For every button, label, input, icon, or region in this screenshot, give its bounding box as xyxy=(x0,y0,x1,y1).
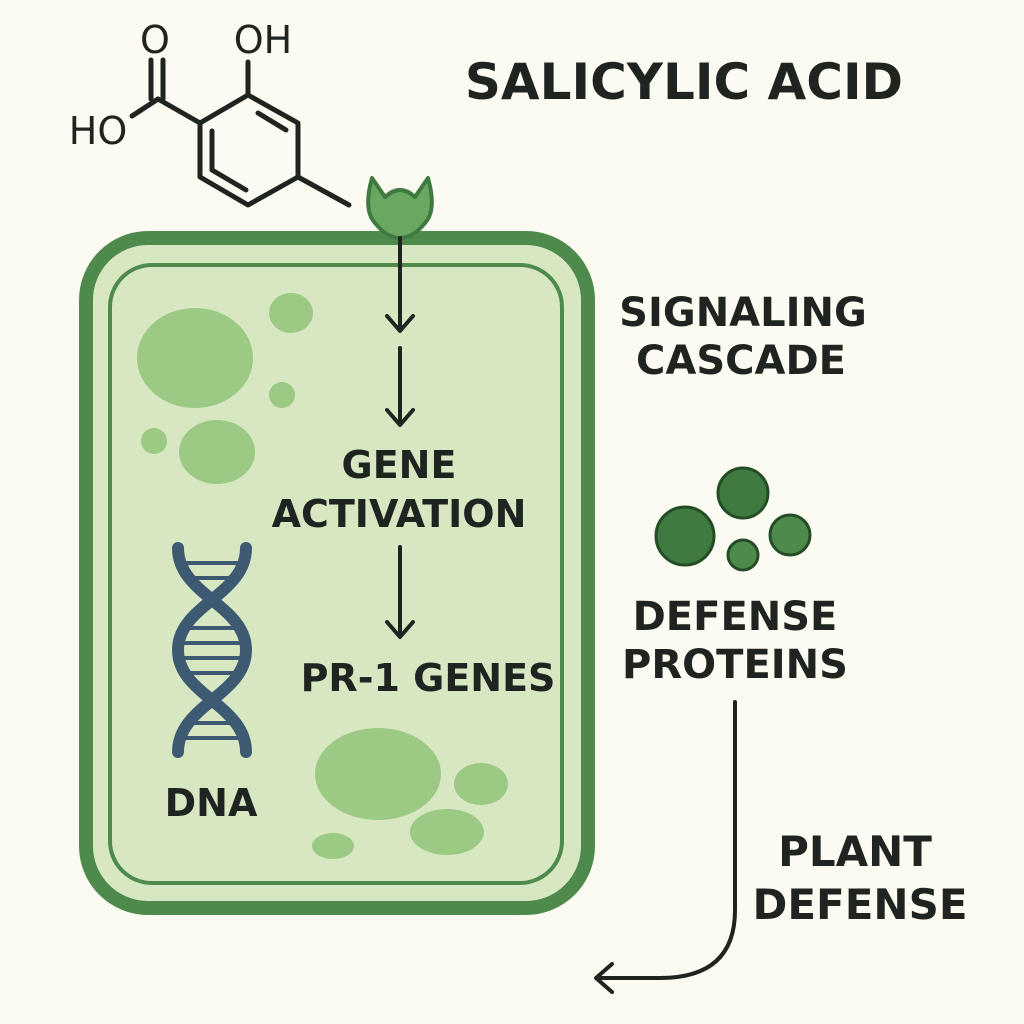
organelles xyxy=(137,293,508,859)
arrow-head xyxy=(385,408,415,427)
organelle xyxy=(137,308,253,408)
hydroxyl-label: OH xyxy=(234,18,292,62)
salicylic-acid-molecule xyxy=(129,57,352,208)
benzene-ring xyxy=(197,92,301,208)
signaling-arrows xyxy=(385,236,415,639)
dna-strand xyxy=(171,542,252,758)
diagram-title: SALICYLIC ACID xyxy=(465,53,903,111)
gene-activation-label-line1: GENE xyxy=(342,443,457,487)
signaling-cascade-label-line1: SIGNALING xyxy=(619,290,867,336)
pr1-genes-label: PR-1 GENES xyxy=(301,656,556,700)
protein-circle xyxy=(654,505,716,567)
carboxyl-bond xyxy=(155,96,203,126)
dna-helix-icon xyxy=(171,542,253,758)
methyl-bond xyxy=(295,174,352,208)
dna-label: DNA xyxy=(165,781,258,825)
carbonyl-oxygen-label: O xyxy=(140,18,170,62)
organelle xyxy=(269,293,313,333)
acid-ho-label: HO xyxy=(69,109,127,153)
dna-base-pairs xyxy=(180,561,244,740)
receptor-icon xyxy=(366,176,434,240)
signaling-cascade-label-line2: CASCADE xyxy=(636,338,846,384)
defense-proteins-label-line1: DEFENSE xyxy=(633,594,838,640)
dna-strand xyxy=(172,542,253,758)
organelle xyxy=(454,763,508,805)
acid-oh-bond xyxy=(129,96,161,119)
protein-circle xyxy=(768,513,812,557)
defense-arrow-shaft xyxy=(596,700,737,980)
cell-membrane xyxy=(108,263,564,885)
protein-cluster-icon xyxy=(654,466,812,572)
arrow-head xyxy=(385,314,415,333)
defense-proteins-label-line2: PROTEINS xyxy=(622,642,848,688)
organelle xyxy=(312,833,354,859)
ring-inner-bond xyxy=(209,167,249,193)
defense-arrow-head xyxy=(594,962,614,994)
organelle xyxy=(269,382,295,408)
gene-activation-label-line2: ACTIVATION xyxy=(272,492,527,536)
organelle xyxy=(410,809,484,855)
ring-inner-bond xyxy=(255,110,289,133)
organelle xyxy=(179,420,255,484)
protein-circle xyxy=(726,538,760,572)
defense-arrow xyxy=(594,700,737,994)
protein-circle xyxy=(716,466,770,520)
plant-defense-label-line1: PLANT xyxy=(778,827,932,876)
plant-defense-label-line2: DEFENSE xyxy=(752,880,967,929)
arrow-head xyxy=(385,620,415,639)
organelle xyxy=(141,428,167,454)
organelle xyxy=(315,728,441,820)
